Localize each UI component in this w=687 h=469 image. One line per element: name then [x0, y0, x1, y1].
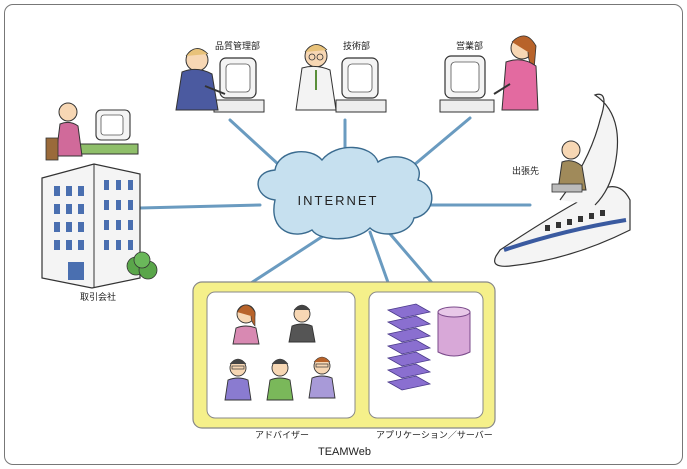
sales-dept-label: 営業部: [456, 42, 484, 52]
partner-company-label: 取引会社: [80, 293, 117, 303]
quality-dept-label: 品質管理部: [215, 42, 261, 52]
partner-building-illustration: [41, 102, 158, 289]
internet-label: INTERNET: [298, 193, 379, 208]
server-stack-icon: [386, 303, 432, 391]
advisor-group: [224, 304, 336, 401]
sales-dept-illustration: [439, 35, 539, 113]
quality-dept-illustration: [175, 48, 265, 113]
tech-dept-label: 技術部: [343, 42, 371, 52]
advisor-avatar: [288, 304, 316, 343]
bullet-train-illustration: [494, 93, 631, 267]
teamweb-title: TEAMWeb: [318, 446, 371, 458]
app-server-label: アプリケーション／サーバー: [376, 431, 493, 441]
advisor-avatar: [266, 358, 294, 401]
advisor-avatar: [232, 304, 260, 345]
tech-dept-illustration: [295, 44, 387, 113]
advisor-avatar: [224, 358, 252, 401]
business-trip-label: 出張先: [512, 167, 540, 177]
advisors-label: アドバイザー: [255, 431, 310, 441]
database-icon: [437, 306, 471, 357]
advisor-avatar: [308, 356, 336, 399]
internet-cloud: [257, 146, 433, 240]
